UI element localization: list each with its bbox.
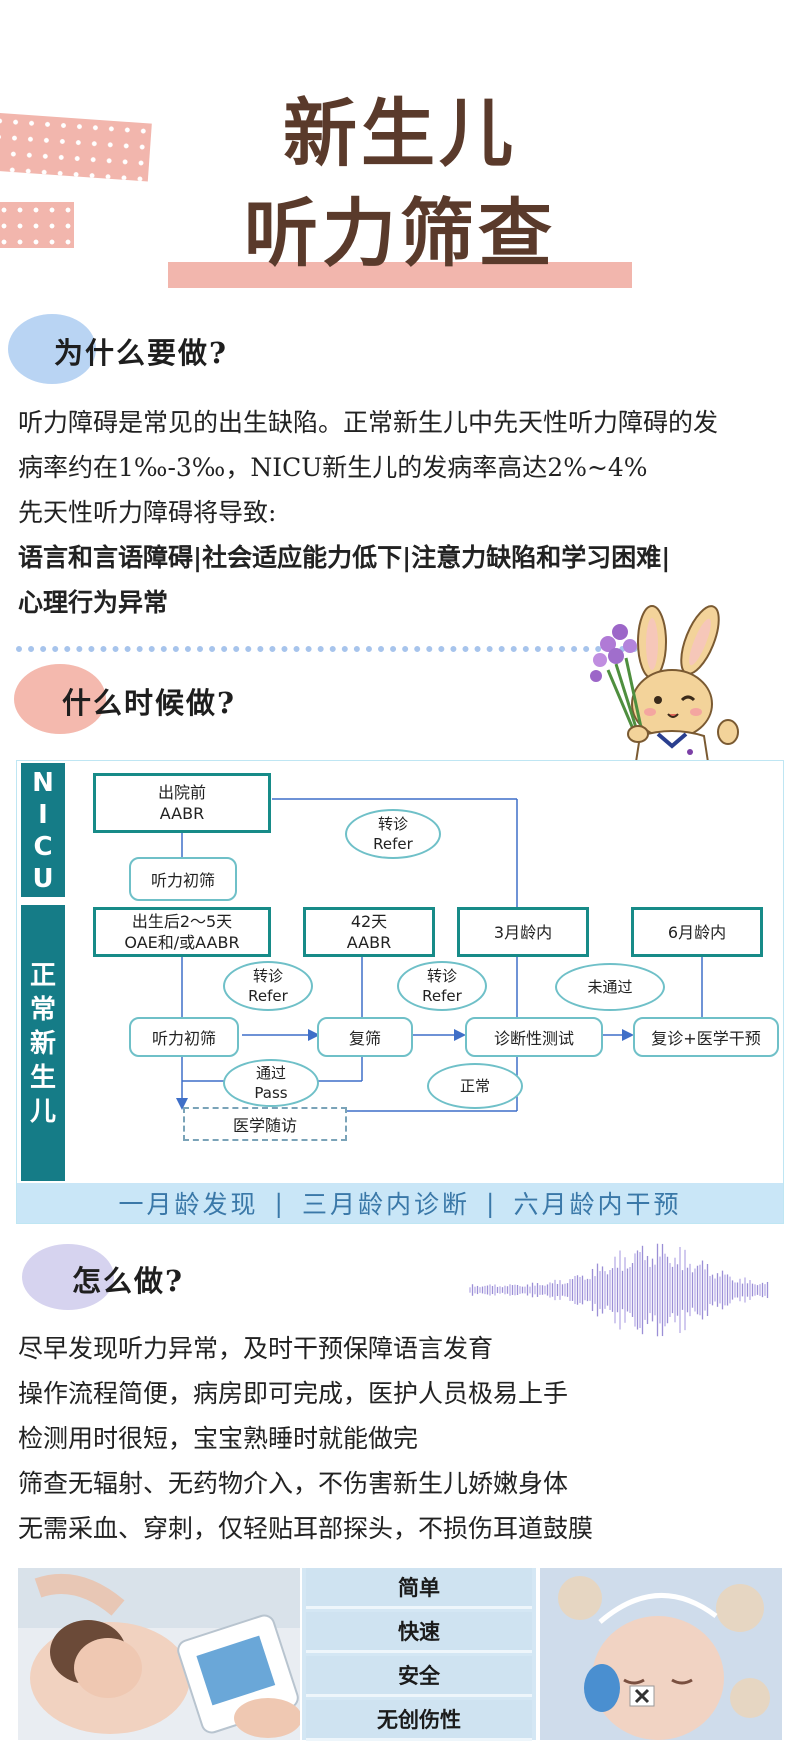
how-line: 检测用时很短，宝宝熟睡时就能做完: [18, 1424, 419, 1453]
section-heading-how: 怎么做?: [72, 1264, 184, 1298]
section-heading-when: 什么时候做?: [62, 686, 236, 720]
side-letter: C: [33, 832, 53, 862]
how-line: 尽早发现听力异常，及时干预保障语言发育: [18, 1334, 494, 1363]
how-line: 操作流程简便，病房即可完成，医护人员极易上手: [18, 1379, 569, 1408]
side-char: 常: [29, 995, 56, 1025]
timeline-step: 一月龄发现: [118, 1190, 259, 1219]
node-line: OAE和/或AABR: [124, 933, 240, 952]
oval-line: Refer: [422, 987, 462, 1005]
side-char: 新: [29, 1029, 56, 1059]
why-line: 病率约在1‰-3‰，NICU新生儿的发病率高达2%~4%: [18, 453, 648, 482]
node-line: 42天: [350, 912, 388, 931]
why-paragraph: 听力障碍是常见的出生缺陷。正常新生儿中先天性听力障碍的发 病率约在1‰-3‰，N…: [18, 400, 788, 625]
feature-safe: 安全: [306, 1656, 532, 1697]
side-letter: U: [32, 864, 54, 894]
oval-line: 转诊: [426, 967, 457, 985]
oval-normal: 正常: [427, 1063, 523, 1109]
side-label-normal-newborn: 正 常 新 生 儿: [21, 905, 65, 1181]
oval-refer-2: 转诊 Refer: [397, 961, 487, 1011]
side-letter: N: [32, 768, 54, 798]
oval-line: Refer: [248, 987, 288, 1005]
oval-line: 转诊: [377, 815, 408, 833]
node-42-days-aabr: 42天 AABR: [303, 907, 435, 957]
node-initial-screen: 听力初筛: [129, 1017, 239, 1057]
section-heading-why: 为什么要做?: [54, 336, 228, 370]
oval-pass: 通过 Pass: [223, 1059, 319, 1107]
side-label-nicu: N I C U: [21, 763, 65, 897]
node-line: 出生后2～5天: [131, 912, 233, 931]
oval-line: Pass: [254, 1084, 288, 1102]
photo-newborn-screening-device: [18, 1568, 300, 1740]
oval-line: 转诊: [252, 967, 283, 985]
node-before-discharge-aabr: 出院前 AABR: [93, 773, 271, 833]
feature-noninvasive: 无创伤性: [306, 1700, 532, 1741]
heading-blob-why: [8, 314, 96, 384]
side-letter: I: [38, 800, 48, 830]
how-line: 无需采血、穿刺，仅轻贴耳部探头，不损伤耳道鼓膜: [18, 1514, 594, 1543]
flowchart-connectors: [176, 798, 703, 1112]
oval-line: 通过: [255, 1064, 286, 1082]
oval-not-pass: 未通过: [555, 963, 665, 1011]
node-within-6-months: 6月龄内: [631, 907, 763, 957]
timeline-separator: |: [486, 1188, 498, 1218]
polka-dot-tape-bottom: [0, 202, 74, 248]
why-consequence-line: 语言和言语障碍|社会适应能力低下|注意力缺陷和学习困难|: [18, 543, 671, 572]
node-birth-2-5-days: 出生后2～5天 OAE和/或AABR: [93, 907, 271, 957]
photo-baby-with-ear-probe: [540, 1568, 782, 1740]
oval-line: Refer: [373, 835, 413, 853]
heading-blob-when: [14, 664, 106, 734]
feature-fast: 快速: [306, 1612, 532, 1653]
timeline-step: 三月龄内诊断: [301, 1190, 470, 1219]
dotted-divider: [16, 646, 650, 652]
bunny-mascot-illustration: [590, 605, 739, 762]
screening-flowchart: N I C U 正 常 新 生 儿 出院前 AABR 听力初筛 转诊 Refer…: [16, 760, 784, 1224]
timeline-step: 六月龄内干预: [513, 1190, 682, 1219]
feature-list: 简单 快速 安全 无创伤性: [302, 1568, 536, 1741]
why-consequence-line: 心理行为异常: [18, 588, 169, 617]
node-rescreen: 复筛: [317, 1017, 413, 1057]
oval-refer-top: 转诊 Refer: [345, 809, 441, 859]
node-line: AABR: [346, 933, 392, 952]
node-followup-intervention: 复诊+医学干预: [633, 1017, 779, 1057]
flowchart-timeline-banner: 一月龄发现 | 三月龄内诊断 | 六月龄内干预: [17, 1183, 783, 1223]
side-char: 正: [29, 961, 56, 991]
title-underline-bar: [168, 262, 632, 288]
page-title-line2: 听力筛查: [244, 191, 556, 277]
sound-wave-illustration: [469, 1243, 769, 1337]
node-diagnostic-test: 诊断性测试: [465, 1017, 603, 1057]
timeline-separator: |: [274, 1188, 286, 1218]
side-char: 儿: [29, 1097, 56, 1127]
why-line: 先天性听力障碍将导致:: [18, 498, 277, 527]
heading-blob-how: [22, 1244, 114, 1310]
why-line: 听力障碍是常见的出生缺陷。正常新生儿中先天性听力障碍的发: [18, 408, 719, 437]
oval-refer-1: 转诊 Refer: [223, 961, 313, 1011]
page-title-line1: 新生儿: [283, 91, 517, 177]
side-char: 生: [29, 1063, 56, 1093]
node-line: 出院前: [157, 783, 206, 802]
how-line: 筛查无辐射、无药物介入，不伤害新生儿娇嫩身体: [18, 1469, 569, 1498]
how-paragraph: 尽早发现听力异常，及时干预保障语言发育 操作流程简便，病房即可完成，医护人员极易…: [18, 1326, 788, 1551]
feature-simple: 简单: [306, 1568, 532, 1609]
node-within-3-months: 3月龄内: [457, 907, 589, 957]
node-nicu-initial-screen: 听力初筛: [129, 857, 237, 901]
node-line: AABR: [159, 804, 205, 823]
node-medical-followup: 医学随访: [183, 1107, 347, 1141]
